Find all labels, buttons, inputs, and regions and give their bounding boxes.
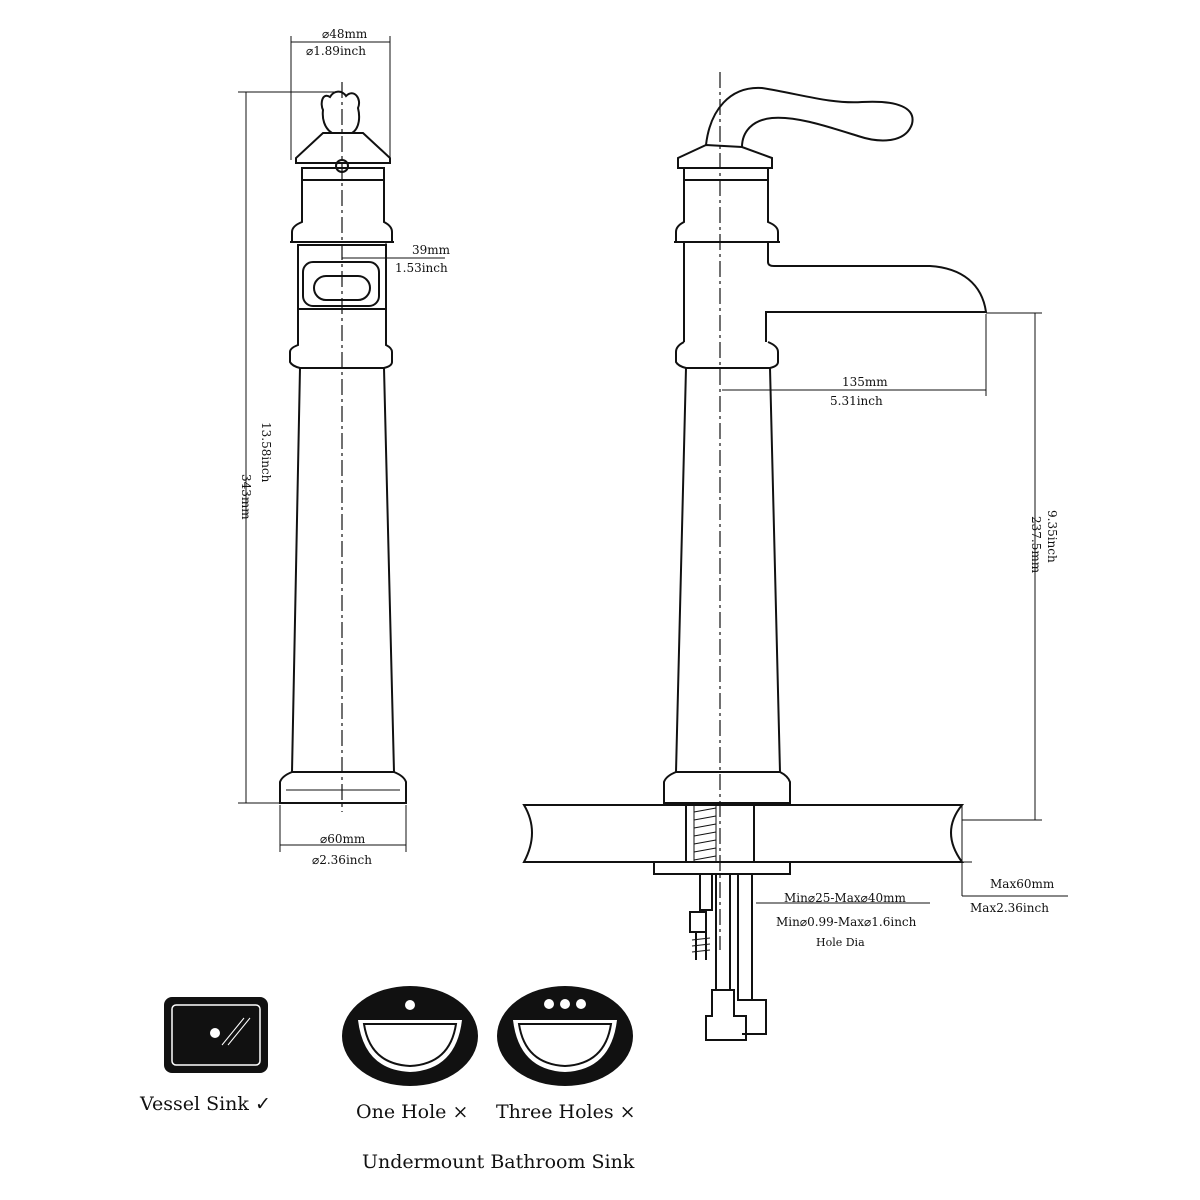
undermount-label: Undermount Bathroom Sink — [362, 1151, 635, 1173]
front-handle-width-dim: ⌀48mm ⌀1.89inch — [290, 27, 391, 160]
side-view: 135mm 5.31inch 237.5mm 9.35inch Max60mm … — [522, 72, 1068, 1041]
handle-width-mm: ⌀48mm — [322, 27, 368, 41]
hole-dia-label: Hole Dia — [816, 936, 865, 949]
base-dia-mm: ⌀60mm — [320, 832, 366, 846]
deck-thickness-dim: Max60mm Max2.36inch — [950, 806, 1068, 915]
deck-thickness-in: Max2.36inch — [970, 901, 1049, 915]
three-holes-label: Three Holes × — [496, 1101, 636, 1123]
height-mm: 343mm — [239, 474, 253, 520]
spout-height-in: 9.35inch — [1045, 510, 1059, 563]
hole-dia-mm: Min⌀25-Max⌀40mm — [784, 891, 906, 905]
front-base-dia-dim: ⌀60mm ⌀2.36inch — [279, 805, 407, 867]
sink-types: Vessel Sink ✓ One Hole × Three Holes × U… — [139, 986, 636, 1173]
spout-reach-in: 5.31inch — [830, 394, 883, 408]
base-dia-in: ⌀2.36inch — [312, 853, 372, 867]
front-window-width-dim: 39mm 1.53inch — [342, 243, 451, 275]
vessel-sink-icon — [164, 997, 268, 1073]
countertop — [522, 804, 965, 875]
side-faucet-body — [663, 86, 988, 804]
supply-hoses — [689, 874, 767, 1041]
window-width-in: 1.53inch — [395, 261, 448, 275]
deck-thickness-mm: Max60mm — [990, 877, 1055, 891]
hole-dia-dim: Min⌀25-Max⌀40mm Min⌀0.99-Max⌀1.6inch Hol… — [756, 891, 930, 949]
vessel-sink-label: Vessel Sink ✓ — [139, 1093, 271, 1115]
handle-width-in: ⌀1.89inch — [306, 44, 366, 58]
hole-dia-in: Min⌀0.99-Max⌀1.6inch — [776, 915, 917, 929]
one-hole-label: One Hole × — [356, 1101, 468, 1123]
spout-height-mm: 237.5mm — [1029, 516, 1043, 574]
spout-reach-dim: 135mm 5.31inch — [722, 314, 987, 408]
one-hole-sink-icon — [342, 986, 478, 1086]
window-width-mm: 39mm — [412, 243, 451, 257]
height-in: 13.58inch — [259, 422, 273, 483]
front-faucet-body — [279, 90, 407, 804]
front-height-dim: 343mm 13.58inch — [238, 91, 340, 804]
spout-height-dim: 237.5mm 9.35inch — [962, 312, 1059, 821]
front-view: ⌀48mm ⌀1.89inch 39mm 1.53inch 343mm 13.5… — [238, 27, 451, 867]
three-hole-sink-icon — [497, 986, 633, 1086]
spout-reach-mm: 135mm — [842, 375, 888, 389]
